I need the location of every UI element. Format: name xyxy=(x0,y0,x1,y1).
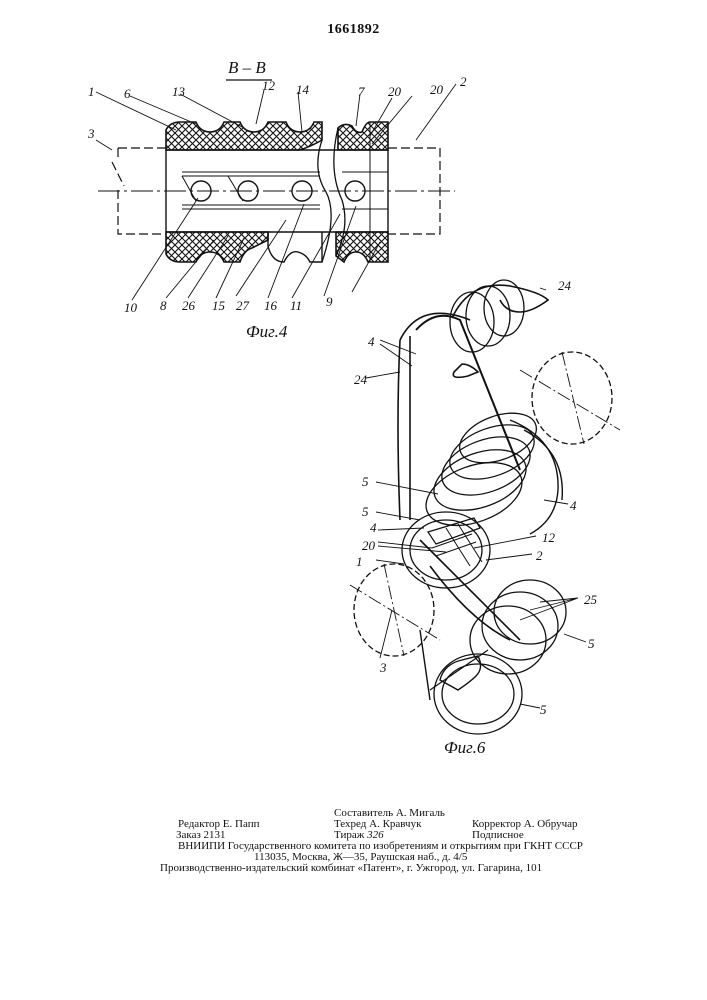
figure-4-caption: Фиг.4 xyxy=(246,322,287,342)
fig4-label-20a: 20 xyxy=(388,84,401,100)
fig4-label-9: 9 xyxy=(326,294,333,310)
fig6-label-24a: 24 xyxy=(558,278,571,294)
fig6-label-4c: 4 xyxy=(370,520,377,536)
fig4-label-8: 8 xyxy=(160,298,167,314)
fig6-label-5b: 5 xyxy=(362,504,369,520)
fig4-label-27: 27 xyxy=(236,298,249,314)
fig4-label-14: 14 xyxy=(296,82,309,98)
fig6-label-2: 2 xyxy=(536,548,543,564)
fig6-label-4b: 4 xyxy=(570,498,577,514)
fig6-label-24b: 24 xyxy=(354,372,367,388)
fig4-label-13: 13 xyxy=(172,84,185,100)
fig4-label-6: 6 xyxy=(124,86,131,102)
figure-6-caption: Фиг.6 xyxy=(444,738,485,758)
fig6-label-25: 25 xyxy=(584,592,597,608)
figure-4-drawing xyxy=(96,84,456,300)
fig4-label-15: 15 xyxy=(212,298,225,314)
fig4-label-1: 1 xyxy=(88,84,95,100)
fig4-label-3: 3 xyxy=(88,126,95,142)
fig4-label-26: 26 xyxy=(182,298,195,314)
figure-6-drawing xyxy=(350,280,620,734)
fig6-label-5a: 5 xyxy=(362,474,369,490)
fig4-label-20b: 20 xyxy=(430,82,443,98)
printer: Производственно-издательский комбинат «П… xyxy=(160,862,542,874)
fig6-label-5d: 5 xyxy=(540,702,547,718)
fig4-label-2: 2 xyxy=(460,74,467,90)
fig6-label-1: 1 xyxy=(356,554,363,570)
fig4-label-10: 10 xyxy=(124,300,137,316)
fig4-label-7: 7 xyxy=(358,84,365,100)
fig4-label-11: 11 xyxy=(290,298,302,314)
fig6-label-12: 12 xyxy=(542,530,555,546)
fig6-label-4a: 4 xyxy=(368,334,375,350)
fig6-label-20: 20 xyxy=(362,538,375,554)
fig6-label-5c: 5 xyxy=(588,636,595,652)
fig6-label-3: 3 xyxy=(380,660,387,676)
fig4-label-12: 12 xyxy=(262,78,275,94)
fig4-label-16: 16 xyxy=(264,298,277,314)
